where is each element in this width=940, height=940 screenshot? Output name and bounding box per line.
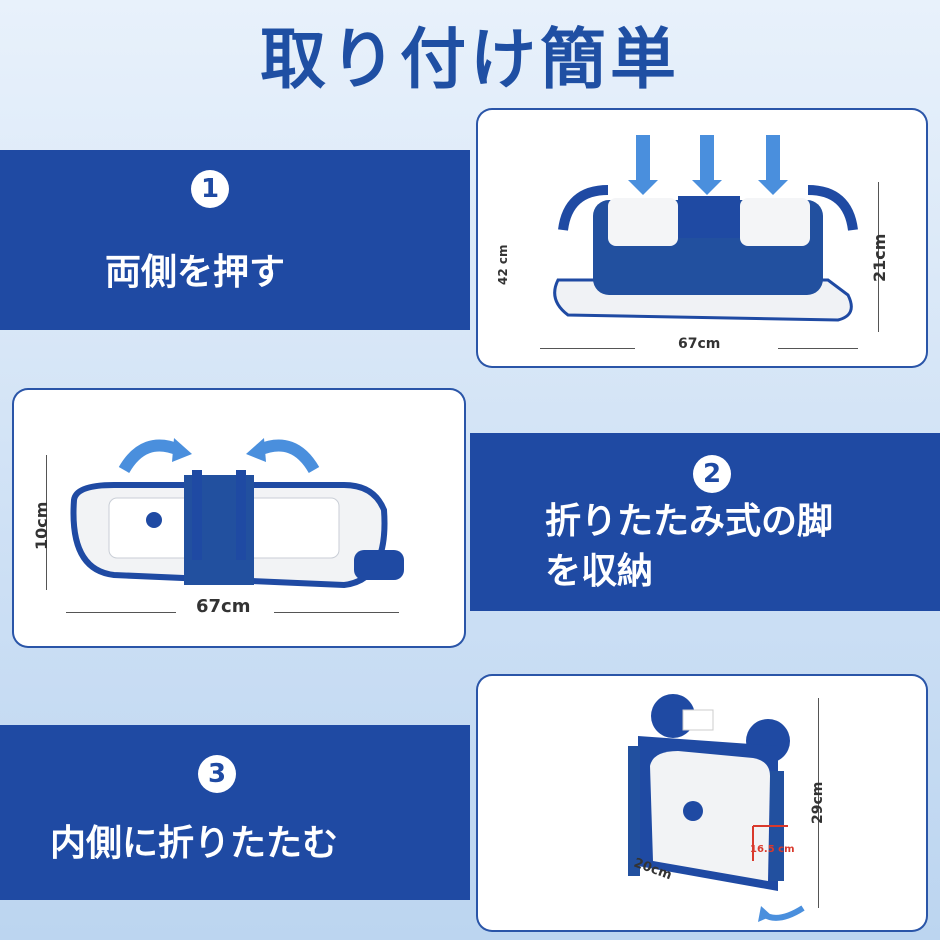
dim-line-width-right xyxy=(778,348,858,349)
product-image-folded: 29cm 20cm 16.5 cm xyxy=(478,676,926,930)
product-image-folding-legs: 10cm 67cm xyxy=(14,390,464,646)
dim-line-width xyxy=(540,348,635,349)
tub-illustration-2 xyxy=(70,438,404,589)
step-2-label-line2: を収納 xyxy=(545,551,654,592)
step-2-number: 2 xyxy=(693,455,731,493)
dim-line-width-right xyxy=(274,612,399,613)
dim-line-height xyxy=(46,455,47,590)
page-title: 取り付け簡単 xyxy=(260,21,680,98)
dimension-height-label: 10cm xyxy=(32,501,51,550)
step-3-number: 3 xyxy=(198,755,236,793)
step-2-band: 2 折りたたみ式の脚 を収納 xyxy=(470,433,940,611)
step-1-label: 両側を押す xyxy=(105,252,286,293)
dimension-height-label: 21cm xyxy=(870,233,889,282)
step-3-band: 3 内側に折りたたむ xyxy=(0,725,470,900)
dimension-width-label: 67cm xyxy=(196,596,251,617)
product-image-pressing-sides: 67cm 42 cm 21cm xyxy=(478,110,926,366)
step-1-number: 1 xyxy=(191,170,229,208)
dimension-width-label: 67cm xyxy=(678,336,721,352)
dimension-height-label: 29cm xyxy=(810,781,826,824)
dim-line-height xyxy=(818,698,819,908)
dimension-leg-label: 16.5 cm xyxy=(750,844,795,855)
step-3-label: 内側に折りたたむ xyxy=(50,823,339,864)
tub-illustration-1 xyxy=(553,135,858,322)
step-1-band: 1 両側を押す xyxy=(0,150,470,330)
step-2-label-line1: 折りたたみ式の脚 xyxy=(545,501,834,542)
dim-line-width xyxy=(66,612,176,613)
dim-line-height xyxy=(878,182,879,332)
tub-illustration-3 xyxy=(628,694,805,922)
dimension-depth-label: 42 cm xyxy=(496,244,510,286)
